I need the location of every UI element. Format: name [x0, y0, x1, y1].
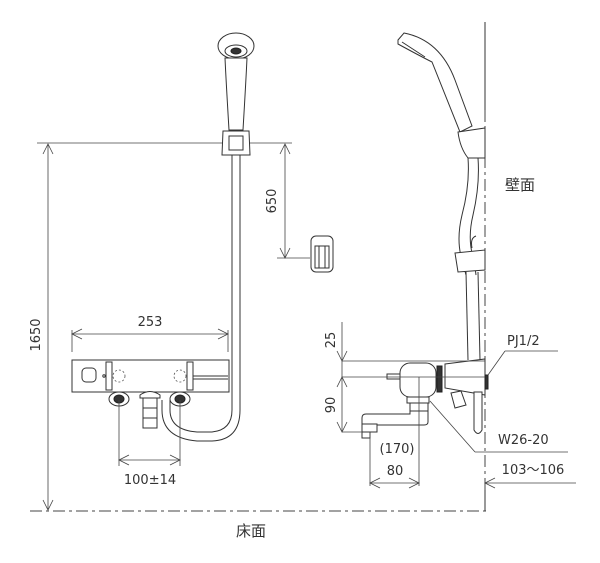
- shower-head-side: [397, 32, 486, 159]
- dim-label-253: 253: [138, 315, 163, 330]
- hose-holder: [310, 235, 334, 273]
- faucet-body-front: [71, 359, 230, 429]
- slide-bar: [454, 157, 486, 361]
- dim-253: 253: [71, 315, 229, 352]
- floor-label: 床面: [236, 522, 266, 540]
- dim-horizontal-side: (170) 80 103～106: [369, 432, 576, 489]
- dim-label-170: (170): [380, 442, 415, 457]
- dim-1650: 1650: [29, 142, 292, 511]
- faucet-body-side: [361, 358, 489, 439]
- callout-label-pj12: PJ1/2: [507, 334, 540, 349]
- dim-25-90: 25 90: [324, 322, 485, 433]
- callout-w26-20: W26-20: [429, 400, 568, 453]
- dim-650: 650: [265, 143, 310, 259]
- callout-pj12: PJ1/2: [487, 334, 558, 376]
- dim-label-1650: 1650: [29, 318, 44, 351]
- shower-head-front: [217, 32, 255, 156]
- dim-label-103-106: 103～106: [502, 463, 565, 478]
- dim-100-14: 100±14: [118, 400, 181, 488]
- callout-label-w26-20: W26-20: [498, 433, 549, 448]
- front-view: 床面 1650 650 253: [29, 32, 490, 540]
- dim-label-100-14: 100±14: [124, 473, 176, 488]
- dim-label-650: 650: [265, 189, 280, 214]
- wall-label: 壁面: [505, 176, 535, 194]
- shower-hose: [161, 155, 241, 442]
- dim-label-25: 25: [324, 332, 339, 349]
- side-view: 壁面: [324, 22, 576, 511]
- dim-label-80: 80: [387, 464, 404, 479]
- dim-label-90: 90: [324, 397, 339, 414]
